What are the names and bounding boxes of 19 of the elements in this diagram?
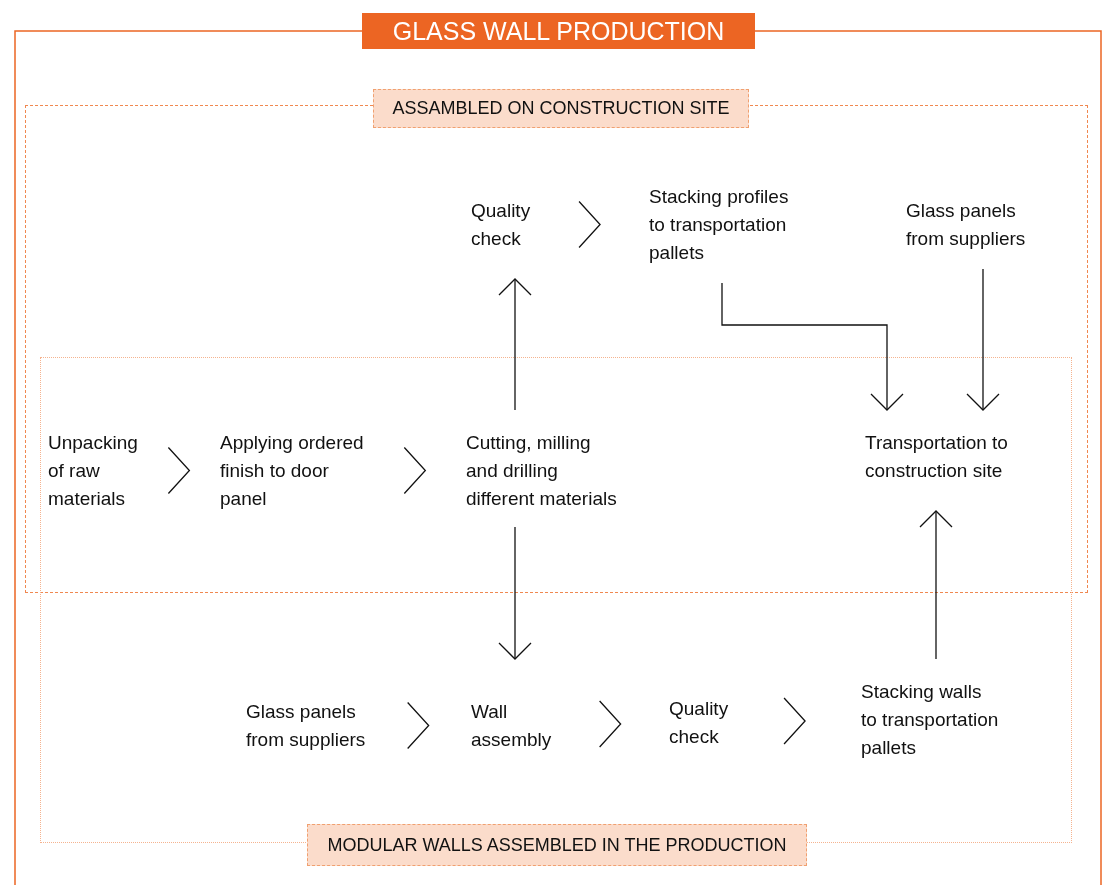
step-text: Transportation to construction site [865,429,1015,485]
arrow [919,510,953,660]
region-label: MODULAR WALLS ASSEMBLED IN THE PRODUCTION [307,824,807,866]
region-label: ASSAMBLED ON CONSTRUCTION SITE [373,89,749,128]
step-text: Stacking profiles to transportation pallets [649,183,790,267]
step-text: Glass panels from suppliers [246,698,391,754]
arrow [498,278,532,411]
arrow [966,268,1000,411]
step-text: Stacking walls to transportation pallets [861,678,1002,762]
arrow [498,526,532,660]
arrow [721,282,904,411]
step-text: Applying ordered finish to door panel [220,429,370,513]
step-text: Unpacking of raw materials [48,429,143,513]
step-text: Glass panels from suppliers [906,197,1051,253]
step-text: Quality check [669,695,779,751]
title-banner: GLASS WALL PRODUCTION [362,13,755,49]
step-text: Wall assembly [471,698,563,754]
step-text: Cutting, milling and drilling different materials [466,429,618,513]
step-text: Quality check [471,197,561,253]
